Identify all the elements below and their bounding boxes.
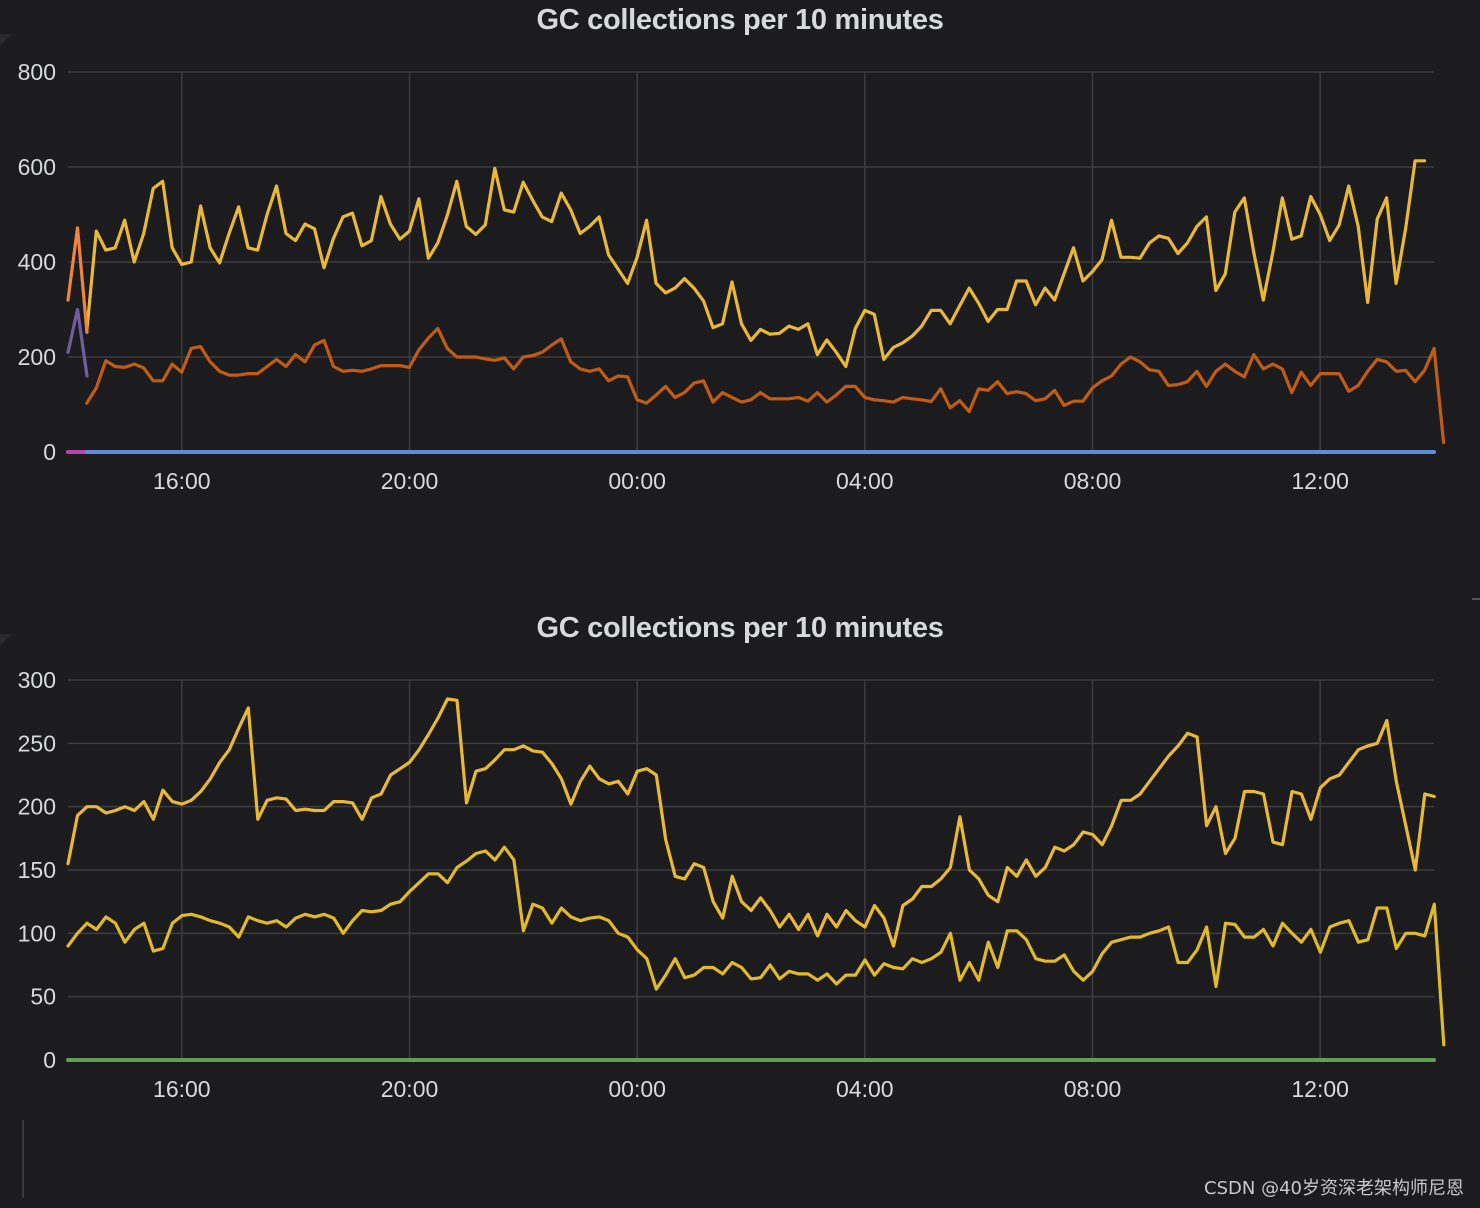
series-line[interactable] — [66, 697, 1436, 948]
y-tick-label: 100 — [18, 920, 56, 946]
panel-corner-decoration — [0, 34, 12, 46]
x-tick-label: 16:00 — [153, 468, 211, 494]
x-tick-label: 20:00 — [381, 1076, 439, 1102]
y-tick-label: 800 — [18, 59, 56, 85]
x-tick-label: 00:00 — [608, 1076, 666, 1102]
panel-corner-decoration — [0, 634, 12, 646]
y-tick-label: 50 — [30, 984, 56, 1010]
x-tick-label: 08:00 — [1064, 1076, 1122, 1102]
x-tick-label: 20:00 — [381, 468, 439, 494]
panel-title: GC collections per 10 minutes — [536, 612, 944, 644]
x-tick-label: 04:00 — [836, 468, 894, 494]
x-tick-label: 08:00 — [1064, 468, 1122, 494]
y-tick-label: 0 — [43, 1047, 56, 1073]
y-tick-label: 250 — [18, 730, 56, 756]
x-tick-label: 16:00 — [153, 1076, 211, 1102]
gc-chart-bottom[interactable]: 0 50 100 150 200 250 300 16:00 20:00 00:00 04:00 08… — [0, 608, 1480, 1128]
y-tick-label: 200 — [18, 794, 56, 820]
gc-panel-top: GC collections per 10 minutes 0 200 400 600… — [0, 0, 1480, 560]
watermark: CSDN @40岁资深老架构师尼恩 — [1204, 1178, 1464, 1199]
y-tick-label: 600 — [18, 154, 56, 180]
series-line[interactable] — [66, 226, 89, 334]
x-tick-label: 12:00 — [1291, 468, 1349, 494]
y-tick-label: 300 — [18, 667, 56, 693]
y-tick-label: 200 — [18, 344, 56, 370]
x-tick-label: 00:00 — [608, 468, 666, 494]
panel-edge-marker — [1472, 598, 1480, 600]
y-tick-label: 0 — [43, 439, 56, 465]
series-line[interactable] — [85, 326, 1446, 445]
x-tick-label: 04:00 — [836, 1076, 894, 1102]
series-line[interactable] — [66, 307, 89, 378]
panel-resize-edge — [22, 1120, 24, 1198]
panel-title: GC collections per 10 minutes — [536, 4, 944, 36]
x-tick-label: 12:00 — [1291, 1076, 1349, 1102]
series-line[interactable] — [85, 159, 1427, 369]
gc-panel-bottom: GC collections per 10 minutes 0 50 100 150 2… — [0, 608, 1480, 1128]
y-tick-label: 150 — [18, 857, 56, 883]
y-tick-label: 400 — [18, 249, 56, 275]
gc-chart-top[interactable]: 0 200 400 600 800 16:00 20:00 00:00 04:00 08:00 12… — [0, 0, 1480, 560]
series-line[interactable] — [66, 845, 1446, 1047]
